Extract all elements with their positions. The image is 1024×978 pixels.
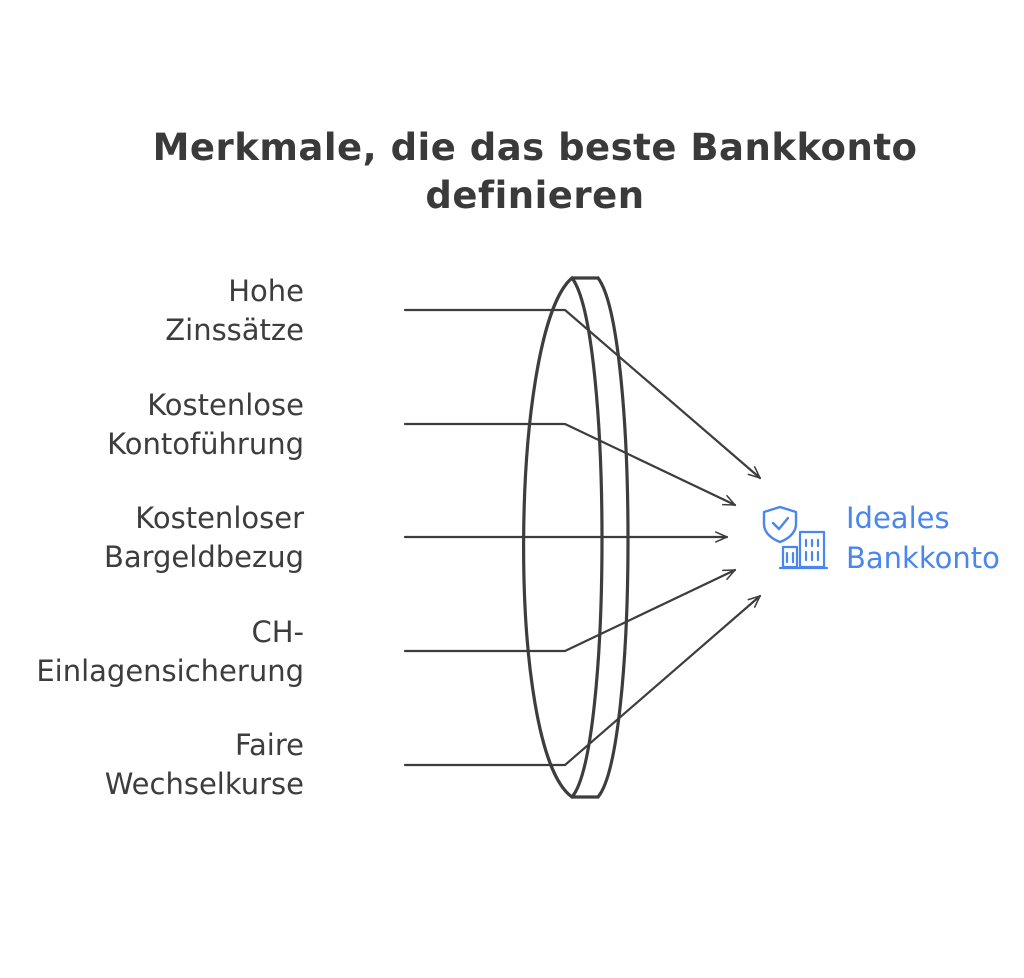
diagram-title: Merkmale, die das beste Bankkonto defini… bbox=[0, 124, 1024, 220]
arrow-fair-rates bbox=[403, 594, 762, 767]
input-label-free-account: Kostenlose Kontoführung bbox=[107, 388, 304, 461]
lens-shape bbox=[522, 276, 630, 799]
input-label-free-cash: Kostenloser Bargeldbezug bbox=[103, 501, 304, 574]
input-label-interest: Hohe Zinssätze bbox=[165, 274, 304, 347]
output-label: Ideales Bankkonto bbox=[846, 501, 1000, 575]
arrow-deposit-protection bbox=[403, 568, 737, 653]
arrow-free-account bbox=[403, 422, 737, 507]
shield-check-icon bbox=[762, 505, 798, 544]
bank-building-icon bbox=[778, 530, 829, 570]
arrow-interest bbox=[403, 308, 762, 480]
title-line-2: definieren bbox=[425, 174, 645, 217]
input-label-fair-rates: Faire Wechselkurse bbox=[104, 728, 304, 801]
title-line-1: Merkmale, die das beste Bankkonto bbox=[152, 126, 918, 169]
input-label-deposit-protection: CH- Einlagensicherung bbox=[36, 615, 304, 688]
